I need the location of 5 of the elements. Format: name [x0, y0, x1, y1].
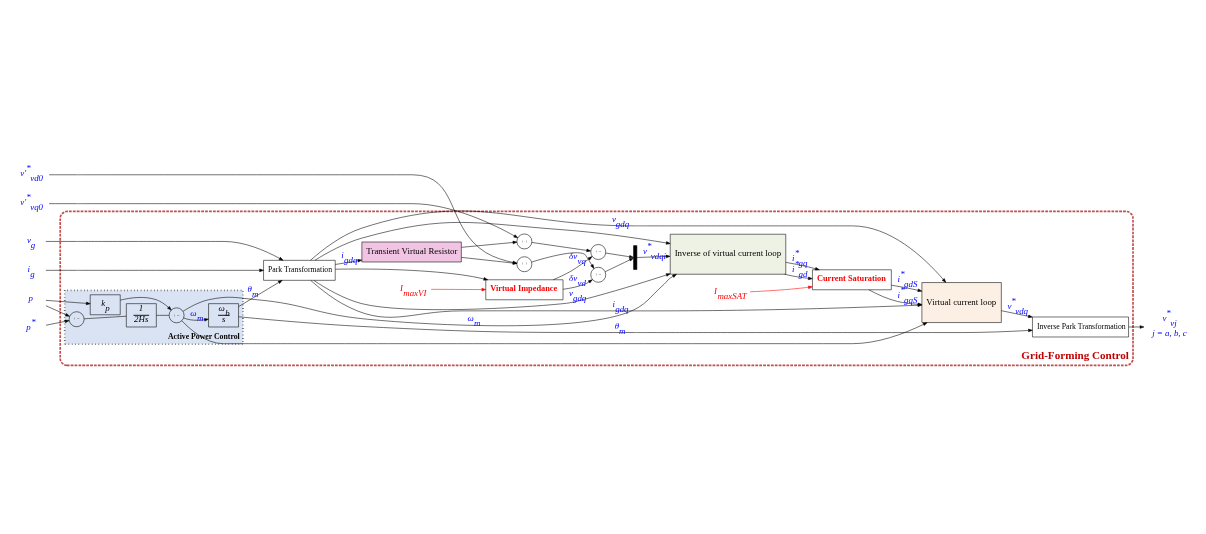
node-text: p	[28, 292, 33, 303]
edge-label: gd	[798, 269, 808, 280]
edge-label: gdS	[904, 279, 918, 290]
edge-label: gq	[798, 257, 808, 268]
node-label: j = a, b, c	[1152, 328, 1187, 339]
